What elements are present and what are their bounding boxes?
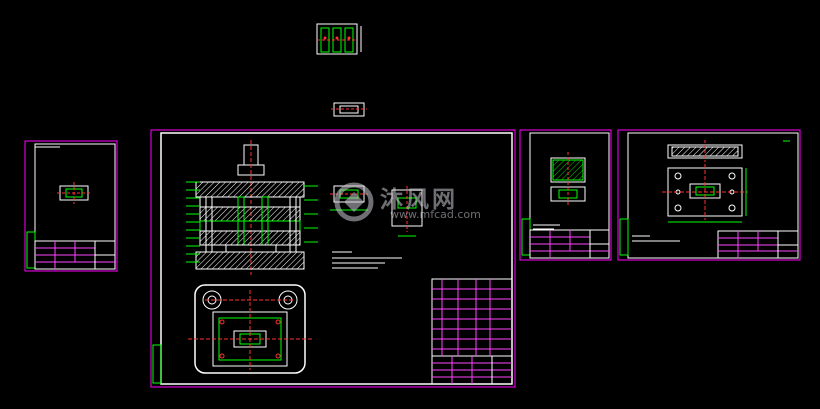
parts-list-table bbox=[431, 278, 513, 385]
layout-detail bbox=[391, 186, 423, 237]
watermark-url: www.mfcad.com bbox=[390, 208, 481, 221]
logo-icon bbox=[334, 182, 374, 222]
drawing-sheet-punch-plate bbox=[519, 129, 612, 261]
drawing-sheet-part bbox=[24, 140, 118, 272]
technical-notes bbox=[332, 251, 402, 269]
punch-detail-top bbox=[316, 23, 362, 55]
drawing-sheet-die-plate bbox=[617, 129, 801, 261]
watermark-brand: 沐风网 bbox=[380, 187, 458, 213]
die-assembly-section bbox=[186, 140, 318, 275]
lower-die-plan-view bbox=[188, 284, 312, 374]
drawing-sheet-assembly bbox=[150, 129, 516, 388]
site-watermark: 沐风网 www.mfcad.com bbox=[330, 178, 500, 228]
blank-part-detail bbox=[331, 102, 367, 117]
